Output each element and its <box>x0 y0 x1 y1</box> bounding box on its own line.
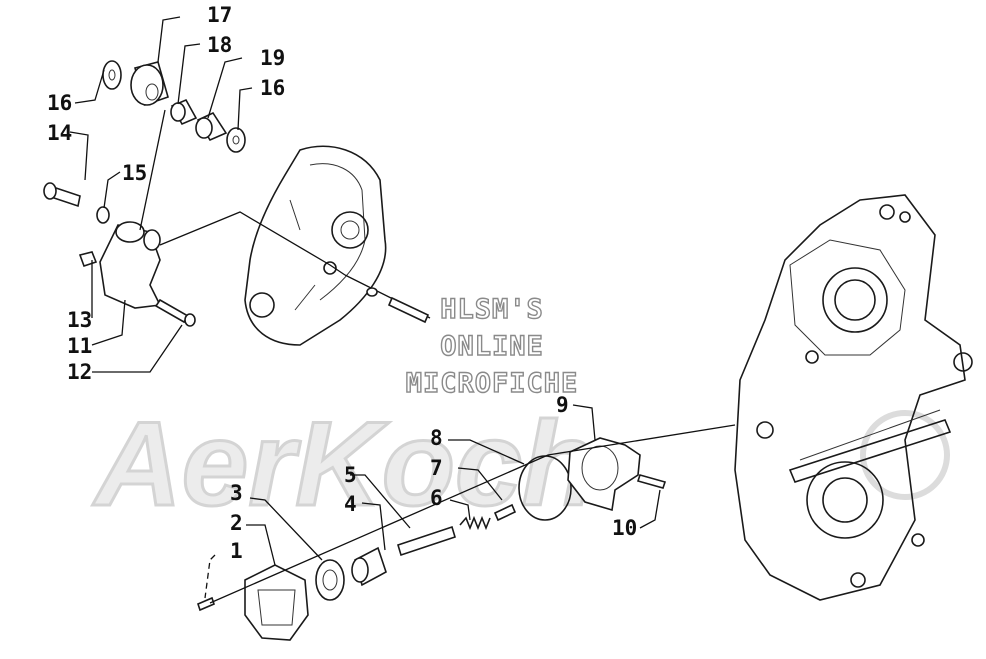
callout-19: 19 <box>260 46 285 70</box>
microfiche-watermark: HLSM'S ONLINE MICROFICHE <box>405 293 579 399</box>
water-pump-assembly <box>197 424 736 641</box>
callout-14: 14 <box>47 121 72 145</box>
callout-7: 7 <box>430 456 443 480</box>
idler-arm-assembly <box>43 60 246 327</box>
callout-3: 3 <box>230 481 243 505</box>
callout-16-left: 16 <box>47 91 72 115</box>
callout-9: 9 <box>556 393 569 417</box>
callout-1: 1 <box>230 539 243 563</box>
callout-leaders <box>69 16 661 599</box>
brand-logo-circle <box>860 410 950 500</box>
callout-11: 11 <box>67 334 92 358</box>
watermark-line-2: ONLINE <box>440 331 544 362</box>
watermark-line-3: MICROFICHE <box>406 368 579 399</box>
upper-leader-lines <box>139 109 431 324</box>
callout-17: 17 <box>207 3 232 27</box>
watermark-line-1: HLSM'S <box>440 294 544 325</box>
callout-6: 6 <box>430 486 443 510</box>
callout-2: 2 <box>230 511 243 535</box>
callout-5: 5 <box>344 463 357 487</box>
callout-13: 13 <box>67 308 92 332</box>
engine-cover-casting <box>244 145 387 346</box>
callout-labels: 17 18 19 16 16 14 15 13 11 12 3 2 1 5 4 … <box>47 3 637 563</box>
callout-15: 15 <box>122 161 147 185</box>
gearcase-casting <box>734 194 973 601</box>
callout-4: 4 <box>344 492 357 516</box>
callout-16-right: 16 <box>260 76 285 100</box>
callout-12: 12 <box>67 360 92 384</box>
callout-18: 18 <box>207 33 232 57</box>
brand-watermark-text: AerKoch <box>92 397 595 531</box>
brand-watermark: AerKoch <box>91 396 950 533</box>
callout-8: 8 <box>430 426 443 450</box>
callout-10: 10 <box>612 516 637 540</box>
